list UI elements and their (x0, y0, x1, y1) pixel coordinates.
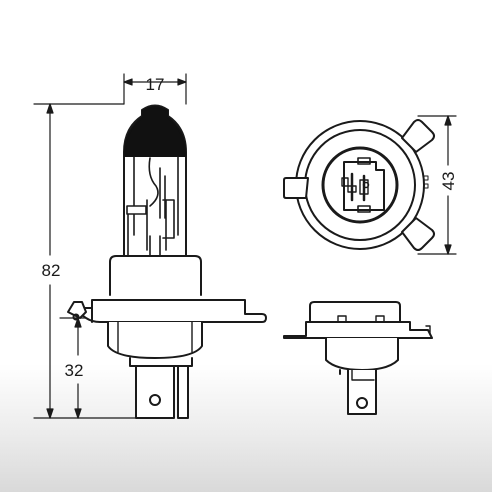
end-view-flange (283, 321, 433, 339)
label-flange-to-pin: 32 (65, 361, 84, 380)
dim-height-32 (59, 317, 87, 419)
label-bulb-width: 17 (146, 75, 165, 94)
label-flange-span: 43 (439, 172, 458, 191)
lug-top-right (401, 119, 435, 153)
connector-pin-small (177, 365, 189, 419)
dim-width-17 (123, 73, 187, 105)
end-view-pin (347, 369, 377, 415)
dark-cap (124, 106, 186, 157)
connector-block (343, 161, 385, 211)
lug-left (283, 177, 309, 199)
dim-span-43 (417, 115, 457, 255)
pin-hole (149, 394, 161, 406)
socket-ring (321, 146, 399, 224)
bulb-top-view (283, 119, 435, 251)
glass-envelope (123, 104, 187, 259)
bulb-end-view (283, 301, 433, 415)
connector-pin-large (135, 365, 175, 419)
bulb-side-view (67, 104, 267, 419)
label-overall-height: 82 (42, 261, 61, 280)
base-neck (109, 255, 202, 296)
lug-bottom-right (401, 217, 435, 251)
dim-height-82 (33, 103, 137, 419)
filament-assembly (126, 156, 179, 259)
end-view-pin-hole (356, 397, 368, 409)
flange (77, 299, 267, 323)
base-body (107, 321, 203, 359)
end-view-base (325, 337, 399, 371)
